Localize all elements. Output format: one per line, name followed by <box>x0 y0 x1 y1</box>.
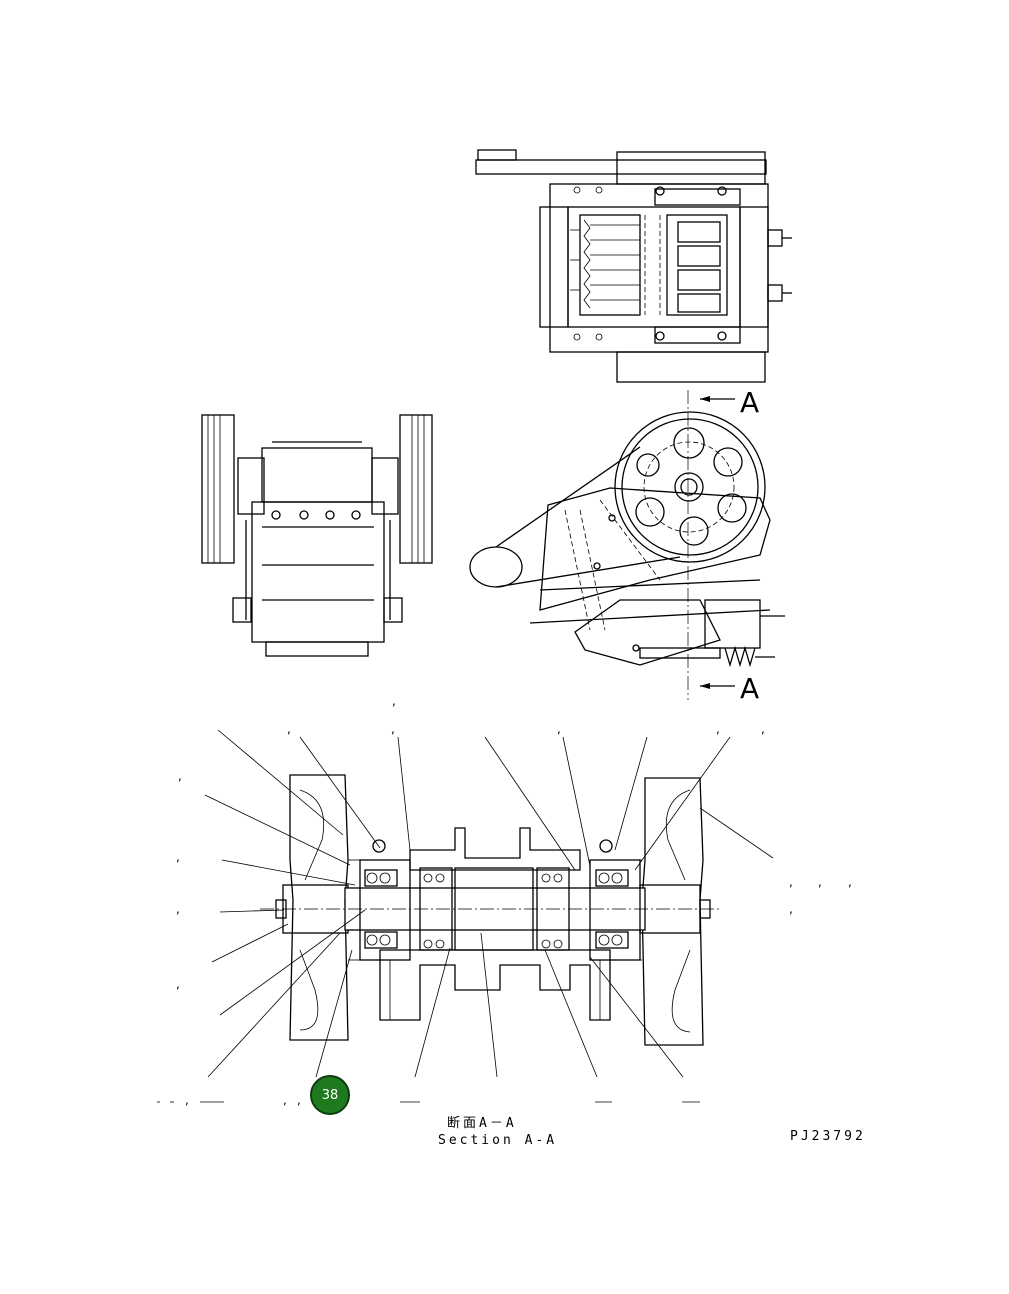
svg-text:,: , <box>297 1093 301 1107</box>
svg-text:,: , <box>185 1093 189 1107</box>
svg-text:,: , <box>392 694 396 708</box>
svg-text:,: , <box>557 722 561 736</box>
svg-text:,: , <box>761 722 765 736</box>
callout-number: 38 <box>321 1087 339 1103</box>
svg-text:,: , <box>789 902 793 916</box>
svg-text:,: , <box>716 722 720 736</box>
section-a-a <box>260 774 720 1046</box>
top-view <box>475 149 792 383</box>
side-view: A A <box>469 386 785 705</box>
svg-text:,: , <box>283 1093 287 1107</box>
drawing-code: PJ23792 <box>790 1129 866 1144</box>
front-view <box>201 414 433 657</box>
leader-lines <box>204 729 774 1078</box>
svg-text:,: , <box>818 875 822 889</box>
svg-text:,: , <box>176 977 180 991</box>
svg-text:,: , <box>178 769 182 783</box>
caption-section: Section A-A <box>438 1133 557 1148</box>
svg-text:,: , <box>848 875 852 889</box>
section-mark-top: A <box>740 386 759 419</box>
svg-text:,: , <box>789 875 793 889</box>
svg-text:,: , <box>176 902 180 916</box>
callout-badge[interactable]: 38 <box>310 1075 350 1115</box>
svg-text:,: , <box>176 850 180 864</box>
caption-japanese: 断面A－A <box>447 1116 517 1131</box>
svg-text:,: , <box>391 722 395 736</box>
svg-text:,: , <box>287 722 291 736</box>
stray-marks: , , , , , , , , , , , , , , , , , <box>157 694 852 1107</box>
section-mark-bottom: A <box>740 672 759 705</box>
